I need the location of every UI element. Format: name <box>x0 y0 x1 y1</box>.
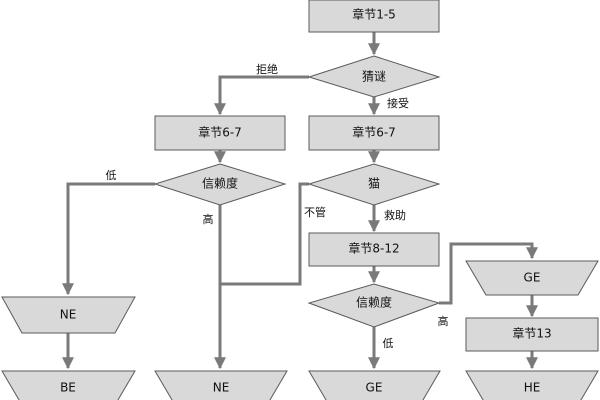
edge-label-high-right: 高 <box>438 314 449 328</box>
node-chapter-6-7-right-box <box>308 115 440 151</box>
node-ne-bottom-label: NE <box>213 381 230 395</box>
node-ne-mid-trapezoid <box>1 296 136 334</box>
node-cat-label: 猫 <box>368 177 380 191</box>
node-he-trapezoid <box>465 370 599 400</box>
edges <box>62 32 538 370</box>
node-ge-bottom-trapezoid <box>308 370 441 400</box>
node-trust-right-diamond <box>307 283 441 328</box>
node-chapter-1-5: 章节1-5 <box>308 0 440 33</box>
node-ge-top: GE <box>465 260 599 296</box>
node-he: HE <box>465 370 599 400</box>
node-be-label: BE <box>60 381 76 395</box>
edge-label-low-right: 低 <box>383 337 394 350</box>
edge-label-ignore: 不管 <box>304 205 326 219</box>
node-chapter-6-7-left: 章节6-7 <box>154 115 286 151</box>
node-trust-right-label: 信赖度 <box>356 295 392 310</box>
node-chapter-6-7-right: 章节6-7 <box>308 115 440 151</box>
node-chapter-8-12: 章节8-12 <box>308 232 440 267</box>
edge-label-high-left: 高 <box>203 212 214 226</box>
node-ge-top-trapezoid <box>465 260 599 296</box>
node-ge-bottom-label: GE <box>366 381 383 395</box>
node-guess-diamond <box>307 55 441 98</box>
node-chapter-13-box <box>465 317 599 352</box>
edge-trust-right-high <box>439 242 538 305</box>
edge-label-rescue: 救助 <box>384 208 406 222</box>
node-ne-mid-label: NE <box>60 308 77 322</box>
node-ne-bottom: NE <box>154 370 288 400</box>
node-guess: 猜谜 <box>307 55 441 98</box>
node-chapter-1-5-label: 章节1-5 <box>352 7 396 22</box>
node-chapter-6-7-right-label: 章节6-7 <box>352 125 396 140</box>
edge-cat-ignore <box>220 182 309 286</box>
node-ge-top-label: GE <box>524 271 541 285</box>
node-ge-bottom: GE <box>308 370 441 400</box>
node-chapter-6-7-left-label: 章节6-7 <box>198 125 242 140</box>
node-ne-mid: NE <box>1 296 136 334</box>
node-trust-right: 信赖度 <box>307 283 441 328</box>
node-trust-left-diamond <box>153 163 287 206</box>
edge-trust-left-low <box>62 182 155 296</box>
node-be-trapezoid <box>1 370 136 400</box>
node-trust-left: 信赖度 <box>153 163 287 206</box>
node-guess-label: 猜谜 <box>362 70 386 84</box>
node-chapter-13-label: 章节13 <box>512 326 551 341</box>
edge-label-refuse: 拒绝 <box>256 62 278 76</box>
node-chapter-1-5-box <box>308 0 440 33</box>
node-cat-diamond <box>307 163 441 206</box>
node-chapter-13: 章节13 <box>465 317 599 352</box>
node-be: BE <box>1 370 136 400</box>
node-chapter-8-12-box <box>308 232 440 267</box>
edge-labels: 拒绝 接受 低 高 不管 救助 低 高 <box>106 62 449 350</box>
edge-label-low-left: 低 <box>106 169 117 182</box>
node-ne-bottom-trapezoid <box>154 370 288 400</box>
edge-guess-refuse <box>214 75 309 116</box>
node-chapter-8-12-label: 章节8-12 <box>348 241 399 256</box>
node-chapter-6-7-left-box <box>154 115 286 151</box>
node-he-label: HE <box>524 381 541 395</box>
edge-label-accept: 接受 <box>387 97 409 110</box>
node-cat: 猫 <box>307 163 441 206</box>
node-trust-left-label: 信赖度 <box>202 176 238 191</box>
